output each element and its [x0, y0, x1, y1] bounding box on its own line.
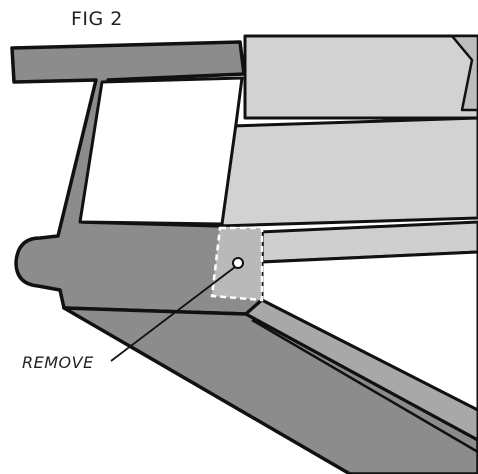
mid-panel-front [216, 116, 478, 228]
angled-rail [62, 250, 478, 474]
screw-hole-icon [232, 257, 244, 269]
upper-panels [216, 34, 478, 264]
callout-leader [110, 266, 236, 362]
rail-underside [62, 306, 478, 474]
top-panel-bevel [450, 34, 478, 112]
figure-label: FIG 2 [71, 8, 123, 30]
top-panel [243, 34, 478, 120]
frame-window [78, 76, 244, 226]
rail-groove [251, 318, 478, 454]
rail-top-face [244, 298, 478, 442]
remove-callout-label: REMOVE [22, 353, 94, 372]
frame [10, 40, 264, 316]
remove-part [210, 226, 264, 302]
